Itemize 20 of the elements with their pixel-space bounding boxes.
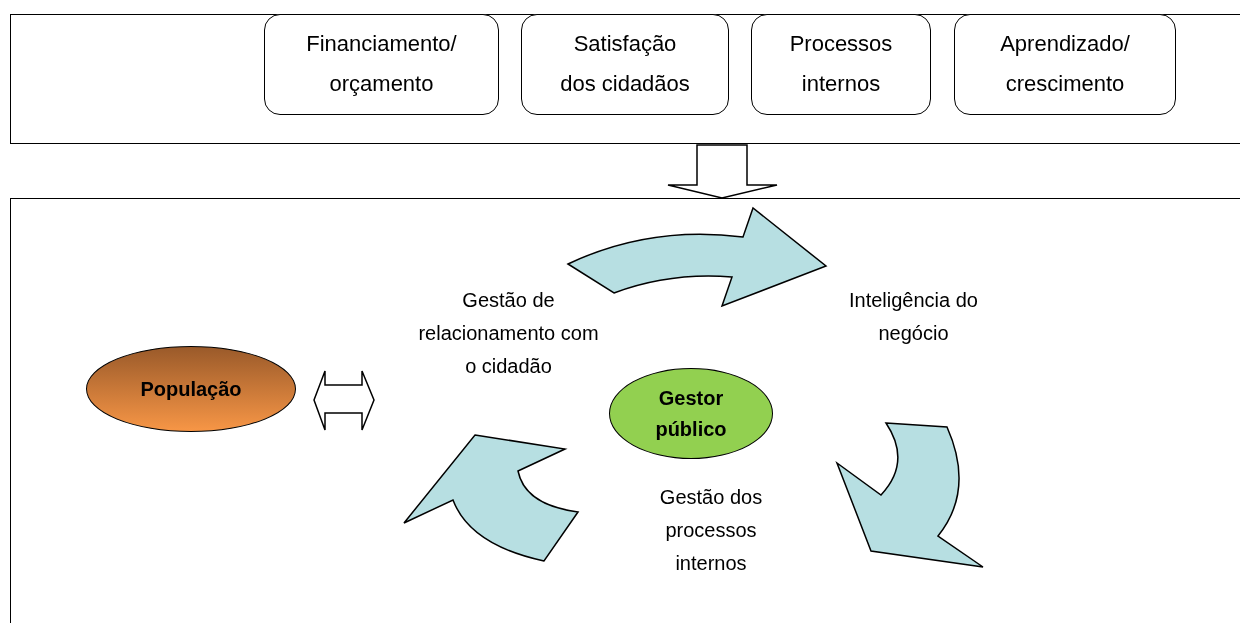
ellipse-label: População	[140, 377, 242, 400]
cycle-label: Inteligência do negócio	[826, 284, 1001, 350]
box-label: Aprendizado/ crescimento	[1000, 31, 1130, 96]
frame-panel	[10, 198, 1240, 623]
box-label: Financiamento/ orçamento	[306, 31, 457, 96]
block-arrow	[313, 370, 375, 431]
frame-panel	[10, 14, 1240, 144]
box-label: Processos internos	[789, 31, 893, 96]
block-arrow	[403, 434, 579, 562]
block-arrow	[836, 422, 984, 568]
block-arrow	[567, 207, 827, 307]
perspective-box	[521, 13, 729, 115]
box-label: Satisfação dos cidadãos	[560, 31, 690, 96]
block-arrow	[667, 144, 778, 199]
cycle-label: Gestão de relacionamento com o cidadão	[416, 284, 601, 383]
ellipse-label: Gestor público	[655, 386, 727, 440]
perspective-box	[264, 13, 499, 115]
cycle-label: Gestão dos processos internos	[631, 481, 791, 580]
perspective-box	[954, 13, 1176, 115]
perspective-box	[751, 13, 931, 115]
